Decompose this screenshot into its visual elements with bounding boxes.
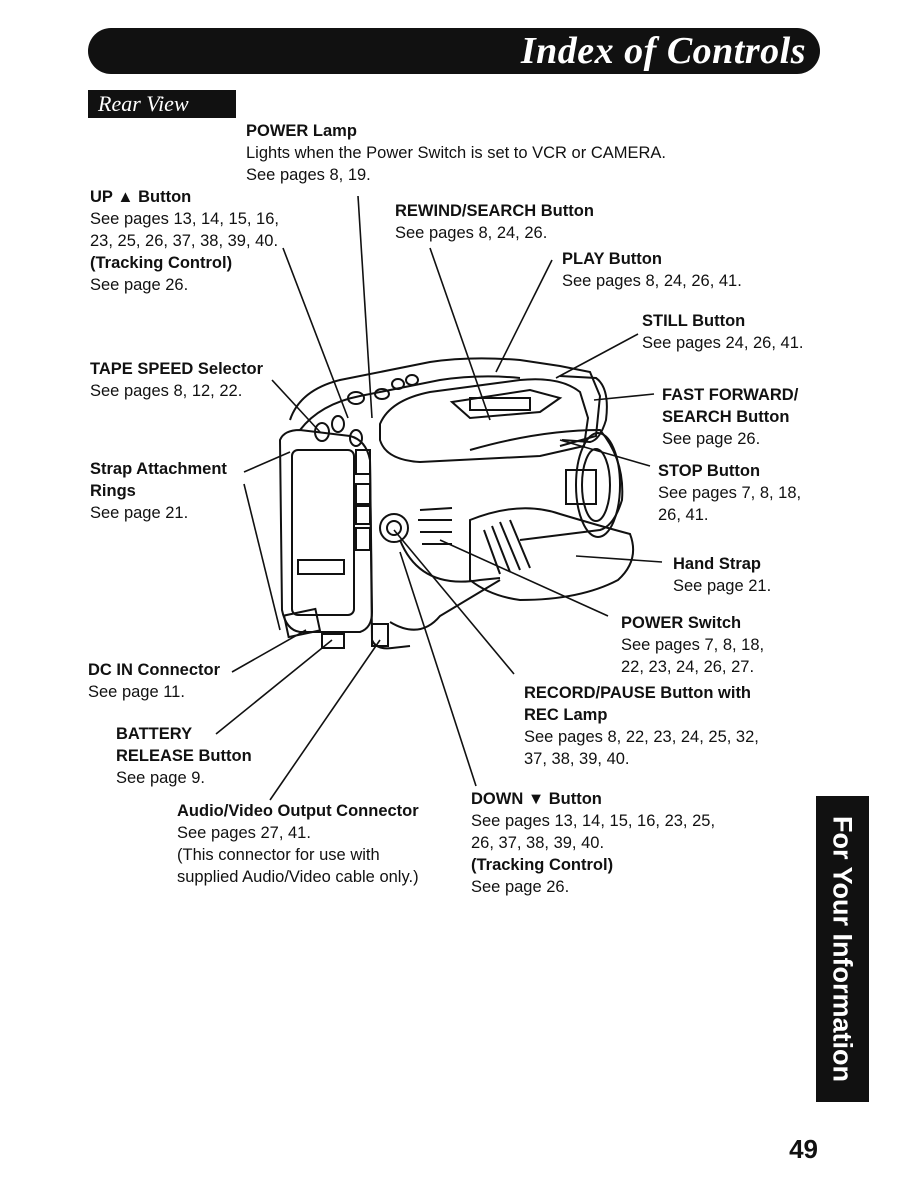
stop-button-pages-1: See pages 7, 8, 18,: [658, 484, 802, 502]
up-button-pages-1: See pages 13, 14, 15, 16,: [90, 210, 279, 228]
power-switch-pages-1: See pages 7, 8, 18,: [621, 636, 765, 654]
down-button-subtitle: (Tracking Control): [471, 856, 614, 874]
battery-release-title-2: RELEASE Button: [116, 747, 252, 765]
battery-release-pages: See page 9.: [116, 769, 205, 787]
down-button-subpages: See page 26.: [471, 878, 570, 896]
down-button-title: DOWN ▼ Button: [471, 790, 602, 808]
hand-strap-label: Hand Strap See page 21.: [673, 553, 771, 597]
page-number: 49: [789, 1134, 818, 1164]
power-switch-label: POWER Switch See pages 7, 8, 18, 22, 23,…: [621, 612, 764, 678]
side-tab-label: For Your Information: [827, 816, 858, 1082]
play-button-title: PLAY Button: [562, 250, 662, 268]
strap-rings-title-2: Rings: [90, 482, 136, 500]
record-pause-title-2: REC Lamp: [524, 706, 608, 724]
down-button-pages-2: 26, 37, 38, 39, 40.: [471, 834, 605, 852]
section-label-box: Rear View: [88, 90, 236, 118]
down-button-label: DOWN ▼ Button See pages 13, 14, 15, 16, …: [471, 788, 715, 898]
leader-lines: [215, 195, 663, 801]
av-output-pages: See pages 27, 41.: [177, 824, 311, 842]
dc-in-label: DC IN Connector See page 11.: [88, 659, 220, 703]
power-lamp-desc: Lights when the Power Switch is set to V…: [246, 144, 666, 162]
header-banner: Index of Controls: [88, 28, 820, 74]
dc-in-title: DC IN Connector: [88, 661, 220, 679]
up-button-title: UP ▲ Button: [90, 188, 192, 206]
section-label: Rear View: [98, 91, 189, 116]
stop-button-label: STOP Button See pages 7, 8, 18, 26, 41.: [658, 460, 801, 526]
stop-button-pages-2: 26, 41.: [658, 506, 709, 524]
up-button-subtitle: (Tracking Control): [90, 254, 233, 272]
dc-in-pages: See page 11.: [88, 683, 185, 701]
record-pause-title: RECORD/PAUSE Button with: [524, 684, 752, 702]
record-pause-pages-1: See pages 8, 22, 23, 24, 25, 32,: [524, 728, 759, 746]
camcorder-illustration: [278, 357, 634, 650]
stop-button-title: STOP Button: [658, 462, 761, 480]
battery-release-label: BATTERY RELEASE Button See page 9.: [116, 723, 252, 789]
power-lamp-pages: See pages 8, 19.: [246, 166, 371, 184]
play-button-label: PLAY Button See pages 8, 24, 26, 41.: [562, 248, 742, 292]
section-side-tab: For Your Information: [816, 796, 869, 1102]
strap-rings-pages: See page 21.: [90, 504, 189, 522]
strap-rings-label: Strap Attachment Rings See page 21.: [90, 458, 227, 524]
fast-forward-pages: See page 26.: [662, 430, 761, 448]
av-output-title: Audio/Video Output Connector: [177, 802, 419, 820]
record-pause-label: RECORD/PAUSE Button with REC Lamp See pa…: [524, 682, 759, 770]
rewind-search-pages: See pages 8, 24, 26.: [395, 224, 548, 242]
fast-forward-label: FAST FORWARD/ SEARCH Button See page 26.: [662, 384, 798, 450]
power-lamp-title: POWER Lamp: [246, 122, 357, 140]
tape-speed-pages: See pages 8, 12, 22.: [90, 382, 243, 400]
still-button-title: STILL Button: [642, 312, 746, 330]
up-button-label: UP ▲ Button See pages 13, 14, 15, 16, 23…: [90, 186, 279, 296]
av-output-note-1: (This connector for use with: [177, 846, 380, 864]
power-switch-pages-2: 22, 23, 24, 26, 27.: [621, 658, 755, 676]
hand-strap-title: Hand Strap: [673, 555, 762, 573]
fast-forward-title: FAST FORWARD/: [662, 386, 799, 404]
up-button-pages-2: 23, 25, 26, 37, 38, 39, 40.: [90, 232, 279, 250]
power-switch-title: POWER Switch: [621, 614, 742, 632]
page-title: Index of Controls: [520, 30, 806, 72]
up-button-subpages: See page 26.: [90, 276, 189, 294]
av-output-note-2: supplied Audio/Video cable only.): [177, 868, 419, 886]
fast-forward-title-2: SEARCH Button: [662, 408, 790, 426]
power-lamp-label: POWER Lamp Lights when the Power Switch …: [246, 120, 666, 186]
down-button-pages-1: See pages 13, 14, 15, 16, 23, 25,: [471, 812, 716, 830]
tape-speed-label: TAPE SPEED Selector See pages 8, 12, 22.: [90, 358, 263, 402]
play-button-pages: See pages 8, 24, 26, 41.: [562, 272, 742, 290]
rewind-search-title: REWIND/SEARCH Button: [395, 202, 594, 220]
still-button-pages: See pages 24, 26, 41.: [642, 334, 804, 352]
rewind-search-label: REWIND/SEARCH Button See pages 8, 24, 26…: [395, 200, 594, 244]
tape-speed-title: TAPE SPEED Selector: [90, 360, 264, 378]
av-output-label: Audio/Video Output Connector See pages 2…: [177, 800, 419, 888]
battery-release-title: BATTERY: [116, 725, 193, 743]
strap-rings-title: Strap Attachment: [90, 460, 227, 478]
hand-strap-pages: See page 21.: [673, 577, 772, 595]
record-pause-pages-2: 37, 38, 39, 40.: [524, 750, 630, 768]
still-button-label: STILL Button See pages 24, 26, 41.: [642, 310, 803, 354]
